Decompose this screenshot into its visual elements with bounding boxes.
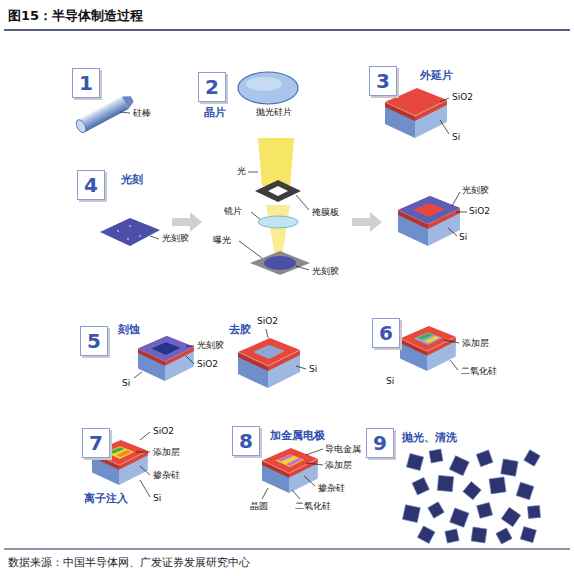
- part-label: 掺杂硅: [318, 483, 345, 493]
- source-note: 数据来源：中国半导体网、广发证券发展研究中心: [8, 555, 250, 570]
- part-label: 光刻胶: [162, 233, 189, 243]
- part-label: 掩膜板: [312, 207, 339, 217]
- part-label: Si: [122, 378, 130, 388]
- part-label: 二氧化硅: [461, 366, 497, 376]
- step-number-box: 1: [72, 68, 100, 98]
- part-label: 掺杂硅: [153, 470, 180, 480]
- step-number: 7: [89, 433, 103, 453]
- part-label: 硅棒: [133, 108, 151, 118]
- step-number-box: 9: [366, 428, 394, 458]
- part-label: Si: [452, 132, 460, 142]
- part-label: SiO2: [452, 92, 473, 102]
- step-number: 8: [239, 431, 253, 451]
- step-title: 刻蚀: [118, 324, 140, 337]
- step-number-box: 8: [232, 426, 260, 456]
- part-label: Si: [459, 232, 467, 242]
- step-title: 晶片: [204, 107, 226, 120]
- step-number: 9: [373, 433, 387, 453]
- part-label: 曝光: [213, 235, 231, 245]
- part-label: 光: [237, 166, 246, 176]
- step-title: 光刻: [121, 174, 143, 187]
- part-label: SiO2: [197, 359, 218, 369]
- part-label: Si: [386, 376, 394, 386]
- step-title: 加金属电极: [270, 430, 325, 443]
- step-number-box: 5: [80, 326, 108, 356]
- step-number-box: 7: [82, 428, 110, 458]
- step-number: 5: [87, 331, 101, 351]
- step-number: 2: [205, 77, 219, 97]
- figure-title: 图15：半导体制造过程: [8, 7, 143, 25]
- part-label: 二氧化硅: [295, 501, 331, 511]
- part-label: 镜片: [224, 206, 242, 216]
- part-label: 添加层: [462, 338, 489, 348]
- part-label: 添加层: [325, 460, 352, 470]
- step-number-box: 4: [77, 170, 105, 200]
- step-number-box: 3: [369, 66, 397, 96]
- part-label: 导电金属: [325, 444, 361, 454]
- part-label: SiO2: [469, 206, 490, 216]
- step-title: 外延片: [420, 70, 453, 83]
- part-label: 抛光硅片: [256, 107, 292, 117]
- step-number-box: 6: [372, 318, 400, 348]
- part-label: 光刻胶: [197, 340, 224, 350]
- part-label: SiO2: [257, 316, 278, 326]
- step-number: 4: [84, 175, 98, 195]
- part-label: SiO2: [153, 426, 174, 436]
- part-label: 光刻胶: [312, 266, 339, 276]
- part-label: 晶圆: [250, 501, 268, 511]
- step-title: 去胶: [229, 324, 251, 337]
- step-number: 6: [379, 323, 393, 343]
- step-title: 抛光、清洗: [402, 432, 457, 445]
- step-number-box: 2: [198, 72, 226, 102]
- step-number: 3: [376, 71, 390, 91]
- part-label: 光刻胶: [462, 185, 489, 195]
- part-label: 添加层: [153, 447, 180, 457]
- step-title: 离子注入: [84, 493, 128, 506]
- step-number: 1: [79, 73, 93, 93]
- part-label: Si: [309, 364, 317, 374]
- part-label: Si: [153, 493, 161, 503]
